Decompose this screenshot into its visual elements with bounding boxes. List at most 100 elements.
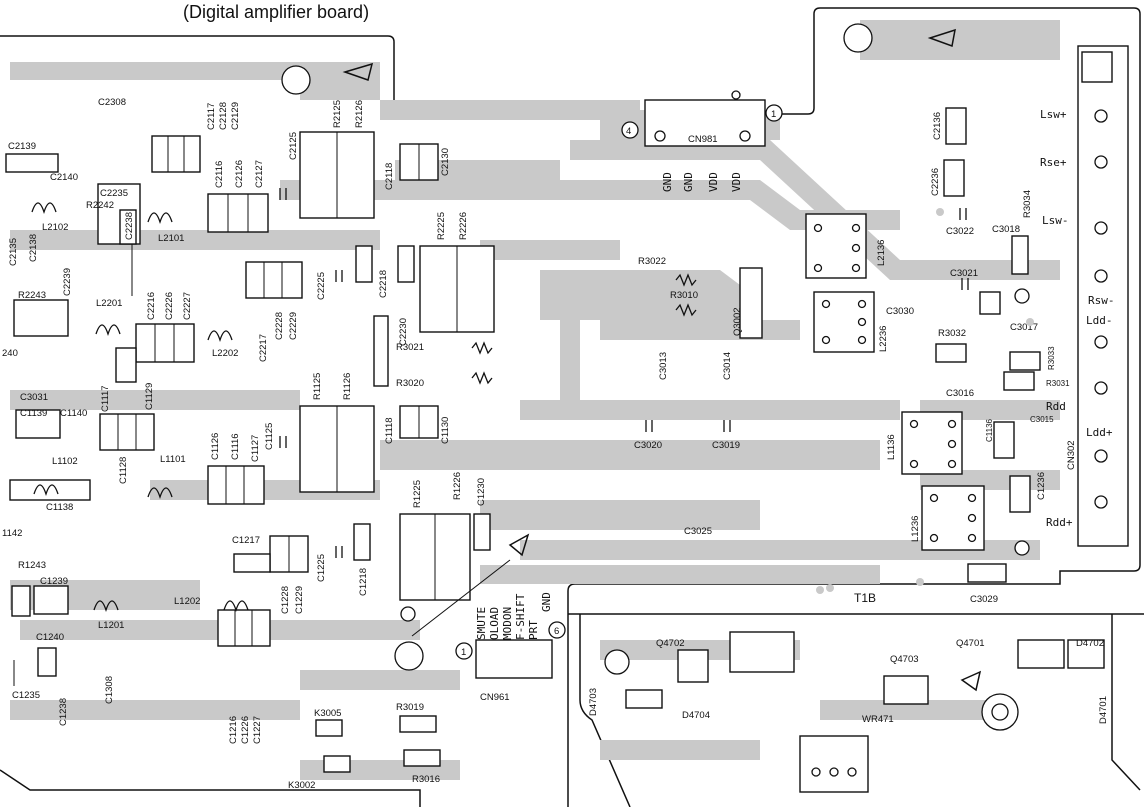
cn302-pin-rse-plus: Rse+ (1040, 156, 1067, 169)
label-c1138: C1138 (46, 502, 73, 513)
sub-board-right-edge (1111, 614, 1141, 791)
cn302-pin-rsw-minus: Rsw- (1088, 294, 1115, 307)
label-r2125: R2125 (332, 100, 343, 128)
mount-hole-top-left (281, 65, 311, 95)
label-c2227: C2227 (182, 292, 193, 320)
label-l2202: L2202 (212, 348, 238, 359)
label-c2216: C2216 (146, 292, 157, 320)
cn302-pin-ldd-plus: Ldd+ (1086, 426, 1113, 439)
label-r3020: R3020 (396, 378, 424, 389)
cn961-pin-last: 6 (554, 626, 559, 637)
mount-hole-sub-left (604, 649, 630, 675)
label-c2125: C2125 (288, 132, 299, 160)
small-hole-1 (400, 606, 416, 622)
label-c1218: C1218 (358, 568, 369, 596)
label-c1140: C1140 (60, 408, 87, 419)
label-c2238: C2238 (124, 212, 135, 240)
label-c1125: C1125 (264, 423, 275, 450)
label-c1238: C1238 (58, 698, 69, 726)
label-l1102: L1102 (52, 456, 78, 467)
cn961-pin-first-marker (455, 642, 473, 660)
label-c3014: C3014 (722, 352, 733, 380)
label-c1308: C1308 (104, 676, 115, 704)
label-c2236: C2236 (930, 168, 941, 196)
inductor-modules (805, 213, 985, 551)
cn302-pin-lsw-plus: Lsw+ (1040, 108, 1067, 121)
cn981-pin-4: VDD (730, 172, 743, 192)
label-c1130: C1130 (440, 417, 451, 444)
label-r2242: R2242 (86, 200, 114, 211)
mount-hole-center (394, 641, 424, 671)
label-r3031: R3031 (1046, 379, 1070, 388)
label-c2138: C2138 (28, 234, 39, 262)
label-r2225: R2225 (436, 212, 447, 240)
label-c2230: C2230 (398, 318, 409, 346)
label-c2218: C2218 (378, 270, 389, 298)
label-c3020: C3020 (634, 440, 662, 451)
label-c1217: C1217 (232, 535, 260, 546)
label-r3010: R3010 (670, 290, 698, 301)
cn961-pin-3: MODON (501, 607, 514, 640)
label-c2239: C2239 (62, 268, 73, 296)
label-c2140: C2140 (50, 172, 78, 183)
label-q4703: Q4703 (890, 654, 919, 665)
section-label-t1b: T1B (854, 591, 876, 605)
cn961-pin-4: F-SHIFT (514, 593, 527, 640)
cn302-pin-lsw-minus: Lsw- (1042, 214, 1069, 227)
label-r3032: R3032 (938, 328, 966, 339)
sub-board-outline (568, 613, 1144, 807)
cn302-label: CN302 (1066, 440, 1077, 470)
label-r3021: R3021 (396, 342, 424, 353)
label-c2308: C2308 (98, 97, 126, 108)
label-q3002: Q3002 (732, 307, 743, 336)
label-c1226: C1226 (240, 716, 251, 744)
label-l2236: L2236 (878, 326, 889, 352)
label-c1235: C1235 (12, 690, 40, 701)
label-c3031: C3031 (20, 392, 48, 403)
label-c1142: 1142 (2, 528, 22, 539)
label-l1201: L1201 (98, 620, 124, 631)
label-l1236: L1236 (910, 516, 921, 542)
cn302-key (1081, 51, 1113, 83)
mount-hole-top-right (843, 23, 873, 53)
label-l1202: L1202 (174, 596, 200, 607)
cn961-label: CN961 (480, 692, 510, 703)
label-c2129: C2129 (230, 102, 241, 130)
resistor-blocks (299, 131, 495, 601)
label-l1136: L1136 (886, 434, 897, 460)
label-c2130: C2130 (440, 148, 451, 176)
label-d4704: D4704 (682, 710, 710, 721)
label-c1116: C1116 (230, 433, 241, 460)
cn981-pin-first: 4 (626, 126, 631, 137)
component-labels: C2308 C2117 C2128 C2129 C2139 C2140 C223… (2, 97, 1109, 791)
label-r1243: R1243 (18, 560, 46, 571)
label-c3018: C3018 (992, 224, 1020, 235)
screw-icon (342, 28, 982, 692)
cn961-pin-last-marker (548, 621, 566, 639)
cn961-pin-first: 1 (461, 647, 466, 658)
label-r2226: R2226 (458, 212, 469, 240)
label-k3002: K3002 (288, 780, 315, 791)
label-c2128: C2128 (218, 102, 229, 130)
cn961-housing (475, 639, 553, 679)
cn981-pin-2: GND (682, 172, 695, 192)
label-r3019: R3019 (396, 702, 424, 713)
label-c3017: C3017 (1010, 322, 1038, 333)
label-c2116: C2116 (214, 161, 225, 188)
label-c2126: C2126 (234, 160, 245, 188)
label-q4701: Q4701 (956, 638, 985, 649)
small-hole-2 (1014, 288, 1030, 304)
label-c3016: C3016 (946, 388, 974, 399)
label-l2102: L2102 (42, 222, 68, 233)
label-r1225: R1225 (412, 480, 423, 508)
label-c3022: C3022 (946, 226, 974, 237)
cn302-housing (1077, 45, 1129, 547)
cn302-pin-ldd-minus: Ldd- (1086, 314, 1113, 327)
mount-hole-sub-right-inner (991, 703, 1009, 721)
label-c2139: C2139 (8, 141, 36, 152)
label-r1125: R1125 (312, 373, 323, 400)
cn981-pin-last: 1 (771, 109, 776, 120)
label-c1126: C1126 (210, 433, 221, 460)
cn981-pin-1: GND (661, 172, 674, 192)
